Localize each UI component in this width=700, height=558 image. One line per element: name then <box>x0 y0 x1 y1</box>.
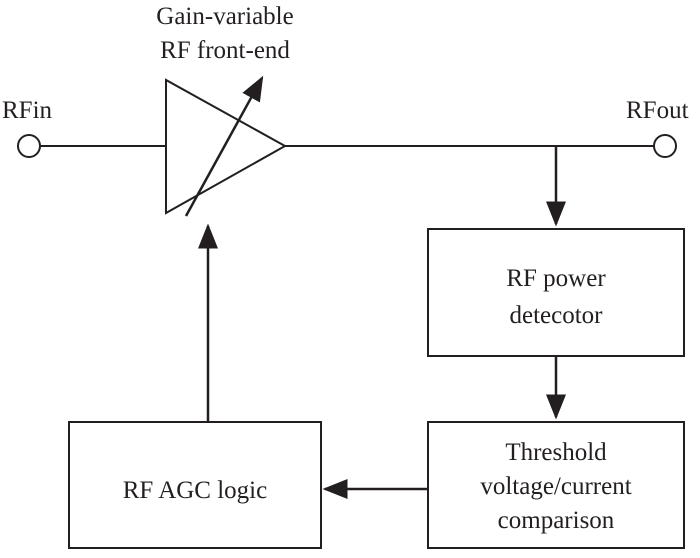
rfin-port-terminal <box>17 134 41 158</box>
comparator-label-line1: Threshold <box>505 439 607 466</box>
detector-label-line1: RF power <box>506 265 606 292</box>
rfin-label: RFin <box>2 97 53 124</box>
amplifier-title-line1: Gain-variable <box>156 3 293 30</box>
agc-logic-block <box>68 421 322 549</box>
variable-gain-arrow-icon <box>184 75 264 217</box>
comparator-label-line2: voltage/current <box>480 473 631 500</box>
detector-label-line2: detecotor <box>509 302 603 329</box>
agc-logic-label: RF AGC logic <box>123 477 267 504</box>
comparator-label-line3: comparison <box>498 507 615 534</box>
detector-block <box>427 228 685 357</box>
comparator-block <box>427 421 685 549</box>
rfout-port-terminal <box>653 134 677 158</box>
amplifier-title-line2: RF front-end <box>160 37 290 64</box>
rfout-label: RFout <box>626 97 689 124</box>
